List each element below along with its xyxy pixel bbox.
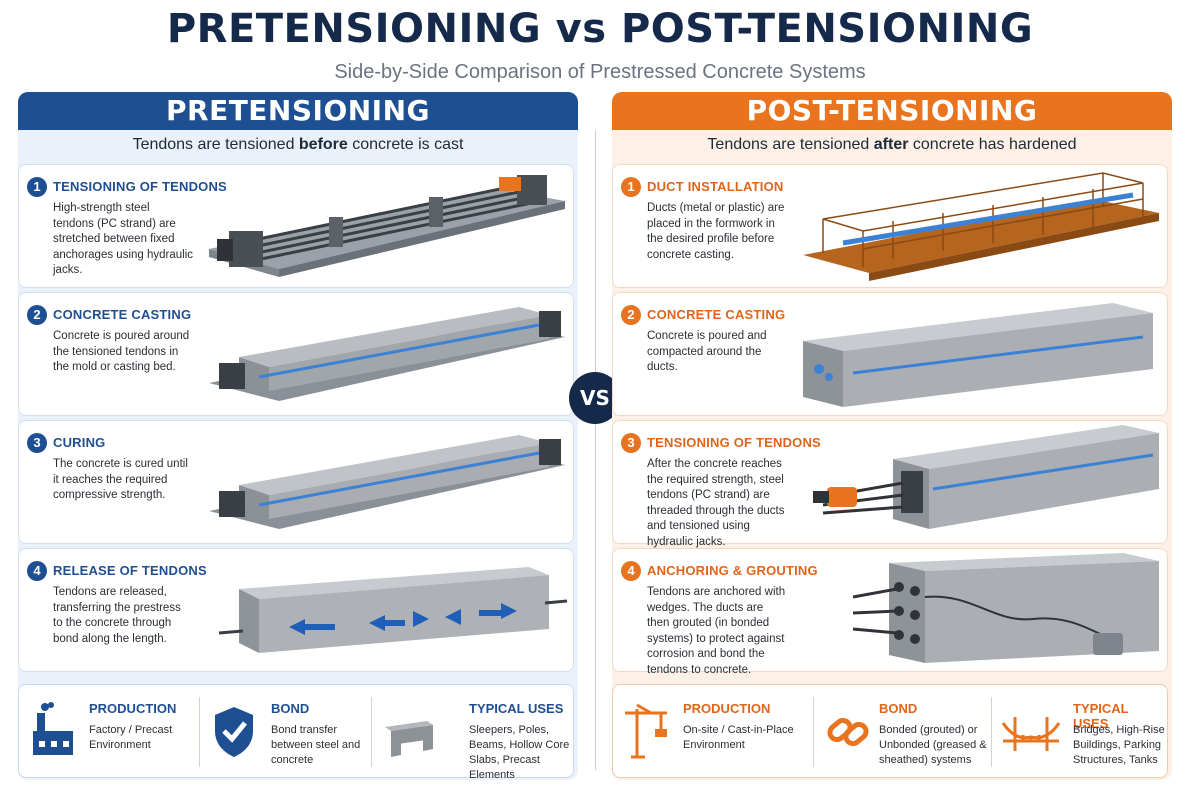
- curing-illustration: [209, 435, 565, 529]
- step-number-badge: 3: [621, 433, 641, 453]
- pretensioning-heading: PRETENSIONING: [18, 92, 578, 130]
- pretensioning-summary: PRODUCTION Factory / Precast Environment…: [18, 684, 574, 781]
- step-number-badge: 2: [621, 305, 641, 325]
- chain-link-icon: [827, 717, 869, 747]
- step-title: TENSIONING OF TENDONS: [53, 179, 227, 194]
- anchored-grouted-beam-illustration: [852, 553, 1159, 663]
- summary-text: Bond transfer between steel and concrete: [271, 724, 361, 766]
- summary-title: PRODUCTION: [683, 701, 771, 716]
- step-description: Concrete is poured and compacted around …: [647, 330, 767, 373]
- duct-formwork-illustration: [803, 172, 1159, 281]
- shield-check-icon: [215, 707, 253, 757]
- step-title: ANCHORING & GROUTING: [647, 563, 818, 578]
- step-title: CONCRETE CASTING: [647, 307, 786, 322]
- step-number-badge: 1: [27, 177, 47, 197]
- page-subtitle: Side-by-Side Comparison of Prestressed C…: [334, 61, 866, 83]
- summary-production: PRODUCTION On-site / Cast-in-Place Envir…: [613, 685, 813, 779]
- pre-step-1: 1 TENSIONING OF TENDONS High-strength st…: [18, 164, 574, 288]
- precast-element-icon: [385, 721, 433, 757]
- post-tensioning-tagline: Tendons are tensioned after concrete has…: [707, 136, 1077, 153]
- summary-title: BOND: [879, 701, 918, 716]
- post-tensioning-heading: POST-TENSIONING: [612, 92, 1172, 130]
- step-description: Ducts (metal or plastic) are placed in t…: [647, 202, 785, 261]
- step-title: CONCRETE CASTING: [53, 307, 192, 322]
- step-number-badge: 4: [27, 561, 47, 581]
- step-description: Tendons are released, transferring the p…: [53, 586, 181, 645]
- tensioning-jack-illustration: [813, 425, 1159, 529]
- post-tensioning-panel: POST-TENSIONING Tendons are tensioned af…: [612, 92, 1172, 780]
- casting-bed-illustration: [209, 307, 565, 401]
- post-step-1: 1 DUCT INSTALLATION Ducts (metal or plas…: [612, 164, 1168, 288]
- pretensioning-panel: PRETENSIONING Tendons are tensioned befo…: [18, 92, 578, 781]
- summary-uses: TYPICAL USES Bridges, High-Rise Building…: [993, 685, 1167, 779]
- step-description: Concrete is poured around the tensioned …: [53, 330, 190, 373]
- factory-icon: [33, 702, 73, 755]
- step-number-badge: 2: [27, 305, 47, 325]
- post-step-2: 2 CONCRETE CASTING Concrete is poured an…: [612, 292, 1168, 416]
- summary-text: Factory / Precast Environment: [89, 724, 173, 751]
- summary-title: PRODUCTION: [89, 701, 177, 716]
- pre-step-3: 3 CURING The concrete is cured until it …: [18, 420, 574, 544]
- summary-title: TYPICAL USES: [469, 701, 564, 716]
- post-step-4: 4 ANCHORING & GROUTING Tendons are ancho…: [612, 548, 1168, 676]
- summary-bond: BOND Bond transfer between steel and con…: [201, 685, 371, 779]
- summary-text: Bonded (grouted) or Unbonded (greased & …: [879, 724, 987, 766]
- post-tensioning-summary: PRODUCTION On-site / Cast-in-Place Envir…: [612, 684, 1168, 778]
- step-number-badge: 4: [621, 561, 641, 581]
- divider: [371, 697, 372, 767]
- step-title: CURING: [53, 435, 106, 450]
- step-number-badge: 3: [27, 433, 47, 453]
- post-step-3: 3 TENSIONING OF TENDONS After the concre…: [612, 420, 1168, 548]
- step-title: DUCT INSTALLATION: [647, 179, 784, 194]
- divider: [199, 697, 200, 767]
- center-divider: [595, 130, 596, 770]
- summary-bond: BOND Bonded (grouted) or Unbonded (greas…: [815, 685, 991, 779]
- step-title: RELEASE OF TENDONS: [53, 563, 207, 578]
- bridge-icon: [1001, 717, 1061, 751]
- step-description: High-strength steel tendons (PC strand) …: [53, 202, 194, 276]
- step-number-badge: 1: [621, 177, 641, 197]
- pre-step-2: 2 CONCRETE CASTING Concrete is poured ar…: [18, 292, 574, 416]
- divider: [991, 697, 992, 767]
- crane-icon: [625, 703, 667, 759]
- cast-beam-illustration: [803, 303, 1153, 407]
- summary-production: PRODUCTION Factory / Precast Environment: [19, 685, 199, 779]
- summary-text: On-site / Cast-in-Place Environment: [683, 724, 794, 751]
- page-title: PRETENSIONING vs POST-TENSIONING: [166, 6, 1034, 52]
- pre-step-4: 4 RELEASE OF TENDONS Tendons are release…: [18, 548, 574, 672]
- step-title: TENSIONING OF TENDONS: [647, 435, 821, 450]
- summary-text: Bridges, High-Rise Buildings, Parking St…: [1073, 724, 1165, 766]
- tensioning-bed-illustration: [209, 175, 565, 277]
- step-description: Tendons are anchored with wedges. The du…: [647, 586, 786, 676]
- released-beam-illustration: [218, 567, 568, 653]
- divider: [813, 697, 814, 767]
- step-description: After the concrete reaches the required …: [647, 458, 785, 548]
- pretensioning-tagline: Tendons are tensioned before concrete is…: [132, 136, 464, 153]
- summary-text: Sleepers, Poles, Beams, Hollow Core Slab…: [469, 724, 570, 781]
- step-description: The concrete is cured until it reaches t…: [53, 458, 188, 501]
- summary-title: BOND: [271, 701, 310, 716]
- summary-uses: TYPICAL USES Sleepers, Poles, Beams, Hol…: [373, 685, 573, 781]
- summary-title: TYPICAL USES: [1073, 701, 1129, 731]
